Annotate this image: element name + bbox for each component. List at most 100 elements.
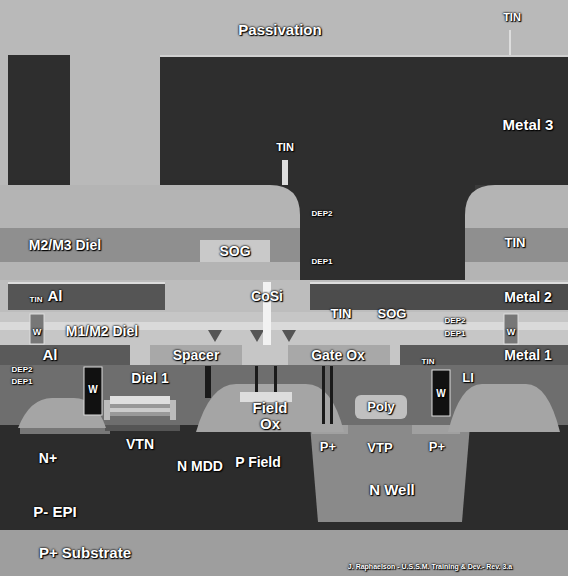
part-label: Gate Ox	[311, 348, 365, 363]
part-label: DEP2	[12, 366, 33, 374]
part-label: P+	[320, 440, 336, 454]
part-label: Metal 3	[503, 117, 554, 133]
metal-2-layer	[310, 282, 568, 284]
n-well	[310, 425, 470, 522]
part-label: VTN	[126, 437, 154, 452]
part-label: Al	[48, 288, 63, 304]
part-label: W	[33, 328, 42, 337]
substrate-epi	[0, 425, 568, 530]
contact-plug	[255, 366, 258, 392]
part-label: W	[507, 328, 516, 337]
part-label: TIN	[505, 236, 526, 250]
part-label: TIN	[331, 307, 352, 321]
part-label: SOG	[219, 244, 250, 259]
metal-2-layer	[8, 282, 165, 310]
m2-m3-dielectric	[0, 228, 300, 262]
part-label: LI	[462, 371, 474, 385]
gate-stack	[110, 412, 170, 416]
passivation-layer	[0, 55, 8, 185]
gate-stack	[110, 404, 170, 408]
contact-plug	[205, 366, 211, 398]
part-label: TIN	[503, 12, 521, 24]
part-label: SOG	[378, 307, 407, 321]
tungsten-plug	[30, 314, 518, 344]
part-label: N+	[39, 451, 57, 466]
metal-1-layer	[0, 345, 130, 365]
m2-m3-dielectric	[465, 228, 568, 262]
m1-m2-dielectric	[208, 330, 296, 342]
tin-liner	[160, 55, 568, 57]
part-label: Metal 2	[504, 290, 551, 305]
metal-2-layer	[8, 282, 165, 284]
part-label: Al	[43, 347, 58, 363]
part-label: P+	[429, 440, 445, 454]
contact-plug	[84, 367, 102, 415]
substrate-epi	[0, 425, 568, 530]
tin-liner	[160, 30, 568, 185]
metal-1-layer	[0, 345, 568, 365]
part-label: P Field	[235, 455, 281, 470]
m2-m3-dielectric	[0, 185, 300, 280]
m2-m3-dielectric	[465, 185, 568, 280]
metal-1-layer	[150, 345, 242, 365]
part-label: P- EPI	[33, 504, 76, 520]
part-label: Metal 1	[504, 348, 551, 363]
field-oxide	[196, 384, 344, 432]
part-label: Diel 1	[131, 371, 168, 386]
metal-2-layer	[0, 280, 568, 312]
part-label: M1/M2 Diel	[66, 324, 138, 339]
n-well	[310, 425, 470, 522]
passivation-layer	[70, 55, 160, 185]
metal-2-layer	[310, 282, 568, 310]
active-region	[105, 425, 180, 431]
m2-m3-dielectric	[0, 185, 568, 280]
tungsten-plug	[30, 314, 44, 344]
contact-plug	[330, 366, 333, 424]
gate-stack	[110, 408, 170, 412]
part-label: TIN	[30, 296, 43, 304]
m2-m3-dielectric	[200, 240, 270, 262]
part-label: CoSi	[251, 289, 283, 304]
part-label: TIN	[276, 142, 294, 154]
gate-stack	[110, 396, 170, 404]
tungsten-plug	[504, 314, 518, 344]
metal-2-layer	[0, 280, 568, 312]
metal-3	[160, 55, 568, 185]
part-label: W	[436, 389, 445, 400]
metal-1-layer	[0, 345, 568, 365]
part-label: N MDD	[177, 459, 223, 474]
passivation-layer	[0, 0, 568, 185]
metal-3	[8, 55, 70, 185]
part-label: DEP2	[312, 210, 333, 218]
tin-liner	[282, 160, 288, 185]
part-label: DEP2	[445, 317, 466, 325]
part-label: Passivation	[238, 22, 321, 38]
part-label: P+ Substrate	[39, 545, 131, 561]
part-label: M2/M3 Diel	[29, 238, 101, 253]
part-label: DEP1	[312, 258, 333, 266]
part-label: DEP1	[12, 378, 33, 386]
gate-stack	[104, 400, 110, 420]
gate-stack	[170, 400, 176, 420]
part-label: W	[88, 385, 97, 396]
gate-stack	[355, 395, 407, 419]
part-label: TIN	[422, 358, 435, 366]
contact-plug	[432, 370, 450, 416]
contact-plug	[322, 366, 325, 424]
p-plus-substrate	[0, 530, 568, 576]
part-label: VTP	[367, 441, 392, 455]
m1-m2-dielectric	[0, 312, 568, 345]
part-label: Spacer	[173, 348, 220, 363]
contact-plug	[274, 366, 277, 392]
passivation-layer	[0, 0, 568, 55]
metal-1-layer	[288, 345, 390, 365]
part-label: Field Ox	[245, 400, 295, 432]
tin-liner	[509, 30, 511, 55]
part-label: DEP1	[445, 330, 466, 338]
field-oxide	[448, 384, 560, 432]
part-label: J. Raphaelson - U.S.S.M. Training & Dev.…	[348, 563, 512, 570]
m1-m2-dielectric	[0, 312, 568, 345]
